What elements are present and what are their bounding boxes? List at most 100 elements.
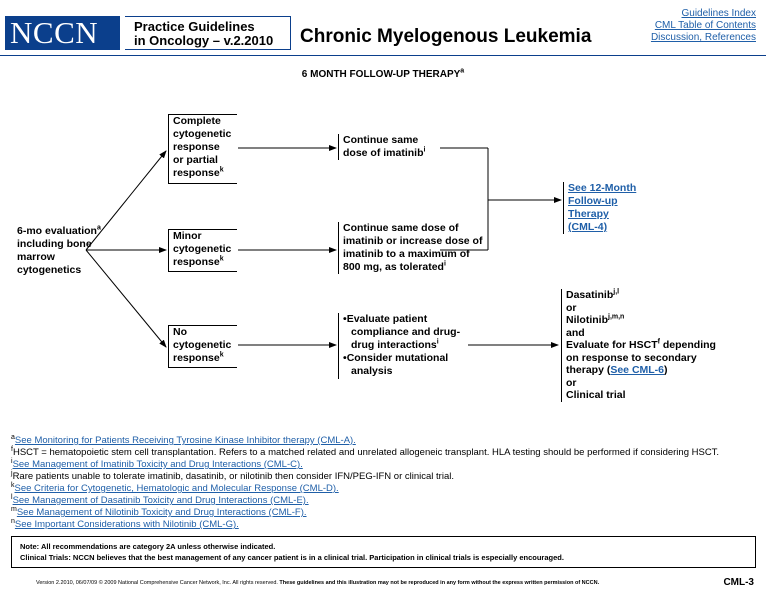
footnote-a: aSee Monitoring for Patients Receiving T… [11, 433, 719, 447]
page-number: CML-3 [723, 577, 754, 588]
discussion-link[interactable]: Discussion, References [650, 32, 756, 43]
continue-sup: i [423, 146, 426, 154]
complete-l3: response [173, 141, 220, 153]
minor-l2: cytogenetic [173, 243, 232, 255]
fn-a-sup: a [11, 433, 15, 441]
ci-l1: Continue same dose of [343, 222, 459, 234]
opt-clinical-trial: Clinical trial [566, 389, 626, 401]
fn-a-link[interactable]: See Monitoring for Patients Receiving Ty… [14, 435, 356, 446]
section-title-text: 6 MONTH FOLLOW-UP THERAPY [301, 69, 461, 80]
none-l2: cytogenetic [173, 339, 232, 351]
see12-l1[interactable]: See 12-Month [568, 182, 637, 194]
opt-therapy: therapy ( [566, 364, 611, 376]
ci-sup: i [443, 260, 446, 268]
header-divider [0, 55, 766, 56]
fn-m-sup: m [11, 505, 17, 513]
opt-nilotinib: Nilotinib [566, 314, 608, 326]
section-title: 6 MONTH FOLLOW-UP THERAPYa [0, 67, 766, 80]
secondary-options-box: Dasatinibj,l or Nilotinibj,m,n and Evalu… [561, 289, 751, 402]
note-box: Note: All recommendations are category 2… [11, 536, 756, 568]
fn-i-sup: i [11, 457, 13, 465]
none-l3: response [173, 352, 220, 364]
version-text: Version 2.2010, 06/07/09 © 2009 National… [36, 580, 278, 586]
ci-l2: imatinib or increase dose of [343, 235, 483, 247]
eval-line-2: including bone [17, 238, 92, 250]
eval-line-1: 6-mo evaluation [17, 225, 97, 237]
fn-n-sup: n [11, 517, 15, 525]
see12-l4[interactable]: (CML-4) [568, 221, 608, 233]
complete-sup: k [219, 166, 224, 174]
toc-link[interactable]: CML Table of Contents [654, 20, 756, 31]
continue-imatinib-box: Continue same dose of imatinibi [338, 134, 443, 160]
fn-i-link[interactable]: See Management of Imatinib Toxicity and … [12, 459, 303, 470]
see-12-month-link[interactable]: See 12-Month Follow-up Therapy (CML-4) [563, 182, 638, 234]
fn-m-link[interactable]: See Management of Nilotinib Toxicity and… [16, 507, 307, 518]
fn-k-sup: k [11, 481, 15, 489]
opt-hsct-sup: f [657, 338, 660, 346]
opt-on-response: on response to secondary [566, 351, 697, 364]
opt-or-1: or [566, 301, 577, 314]
opt-or-2: or [566, 376, 577, 389]
opt-eval-hsct-rest: depending [659, 339, 716, 351]
eval-line-3: marrow [17, 251, 55, 263]
eval-b1-l2: compliance and drug- [351, 326, 461, 338]
see-cml6-link[interactable]: See CML-6 [610, 364, 665, 376]
fn-n-link[interactable]: See Important Considerations with Niloti… [14, 519, 239, 530]
footnote-m: mSee Management of Nilotinib Toxicity an… [11, 505, 719, 519]
eval-b1-sup: i [436, 338, 439, 346]
opt-dasatinib: Dasatinib [566, 289, 614, 301]
logo-text: NCCN [10, 15, 99, 50]
opt-eval-hsct: Evaluate for HSCT [566, 339, 658, 351]
fn-l-link[interactable]: See Management of Dasatinib Toxicity and… [12, 495, 309, 506]
complete-l2: cytogenetic [173, 128, 232, 140]
footnote-n: nSee Important Considerations with Nilot… [11, 517, 719, 531]
see12-l2[interactable]: Follow-up [568, 195, 618, 207]
fn-k-link[interactable]: See Criteria for Cytogenetic, Hematologi… [14, 483, 339, 494]
section-title-sup: a [460, 67, 465, 75]
six-month-evaluation: 6-mo evaluationa including bone marrow c… [17, 225, 101, 277]
note-line-2: Clinical Trials: NCCN believes that the … [20, 553, 564, 562]
fn-j-sup: j [11, 469, 13, 477]
guidelines-index-link[interactable]: Guidelines Index [681, 8, 757, 19]
logo-registered-mark: ® [98, 2, 104, 9]
footnotes: aSee Monitoring for Patients Receiving T… [11, 433, 720, 531]
no-response-box: No cytogenetic responsek [168, 325, 237, 368]
practice-guidelines-label: Practice Guidelines in Oncology – v.2.20… [125, 16, 291, 50]
fn-f-text: HSCT = hematopoietic stem cell transplan… [12, 447, 720, 458]
see12-l3[interactable]: Therapy [568, 208, 609, 220]
opt-nilotinib-sup: j,m,n [608, 313, 625, 321]
continue-l2: dose of imatinib [343, 147, 424, 159]
fn-f-sup: f [11, 445, 13, 453]
eval-b1-l3: drug interactions [351, 339, 437, 351]
nccn-logo: NCCN ® [5, 2, 120, 50]
opt-close-paren: ) [664, 364, 668, 376]
evaluate-compliance-box: •Evaluate patient compliance and drug- d… [338, 313, 468, 379]
practice-line-1: Practice Guidelines [134, 19, 255, 34]
note-line-1: Note: All recommendations are category 2… [20, 542, 276, 551]
complete-response-box: Complete cytogenetic response or partial… [168, 114, 237, 184]
none-sup: k [219, 351, 224, 359]
opt-dasatinib-sup: j,l [613, 288, 620, 296]
fn-l-sup: l [11, 493, 13, 501]
fn-j-text: Rare patients unable to tolerate imatini… [12, 471, 454, 482]
footnote-j: jRare patients unable to tolerate imatin… [11, 469, 719, 483]
ci-l4: 800 mg, as tolerated [343, 261, 444, 273]
page-title: Chronic Myelogenous Leukemia [300, 26, 592, 47]
eval-sup: a [96, 224, 101, 232]
header-links: Guidelines Index CML Table of Contents D… [651, 8, 756, 44]
version-footer: Version 2.2010, 06/07/09 © 2009 National… [36, 580, 599, 586]
footnote-i: iSee Management of Imatinib Toxicity and… [11, 457, 719, 471]
ci-l3: imatinib to a maximum of [343, 248, 470, 260]
none-l1: No [173, 326, 187, 338]
continue-l1: Continue same [343, 134, 419, 146]
eval-b2-l1: Consider mutational [346, 352, 449, 364]
copyright-notice: These guidelines and this illustration m… [277, 580, 600, 586]
complete-l1: Complete [173, 115, 221, 127]
footnote-f: fHSCT = hematopoietic stem cell transpla… [11, 445, 720, 459]
footnote-l: lSee Management of Dasatinib Toxicity an… [11, 493, 719, 507]
complete-l5: response [173, 167, 220, 179]
eval-line-4: cytogenetics [17, 264, 82, 276]
eval-b2-l2: analysis [351, 365, 393, 377]
minor-sup: k [219, 255, 224, 263]
